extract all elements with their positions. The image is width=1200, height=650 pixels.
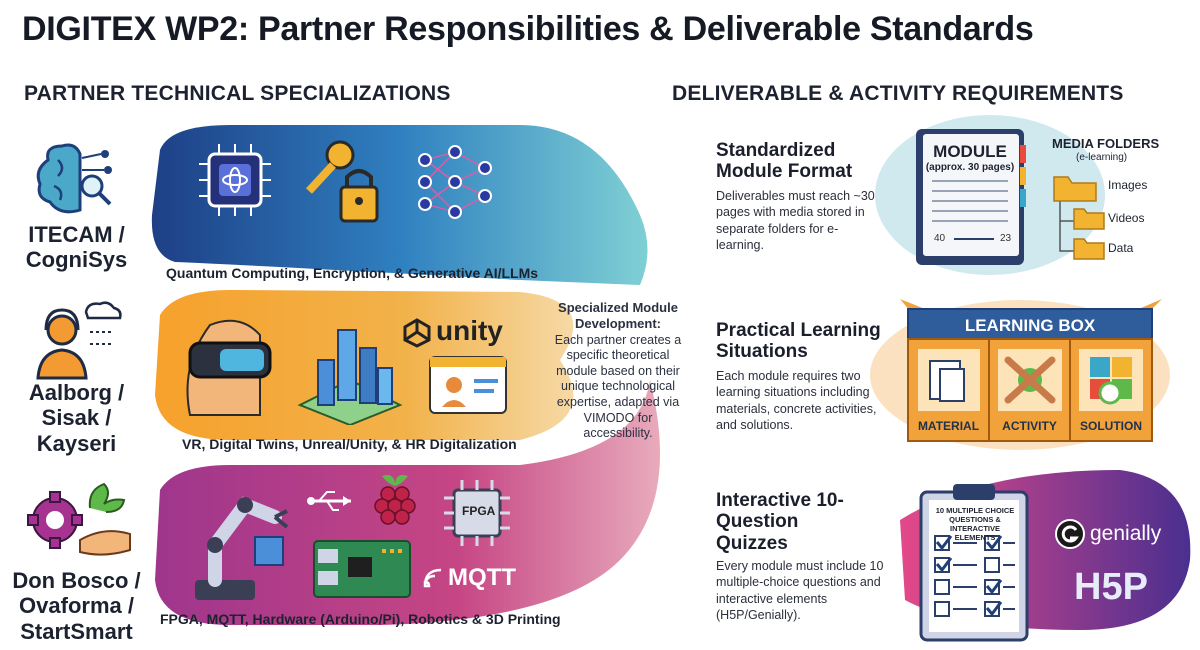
compartment-label-solution: SOLUTION	[1080, 419, 1142, 433]
genially-logo-icon	[1055, 519, 1085, 549]
module-book-page-right: 23	[1000, 233, 1012, 244]
genially-logo-text: genially	[1090, 522, 1162, 545]
quiz-clipboard-icon	[919, 484, 1029, 642]
neural-network-icon	[418, 145, 492, 219]
support-agent-icon	[36, 301, 122, 380]
mqtt-signal-icon	[423, 568, 442, 588]
left-section-heading: PARTNER TECHNICAL SPECIALIZATIONS	[24, 82, 451, 105]
learning-box-icon	[900, 299, 1162, 442]
chip-atom-icon	[199, 144, 271, 216]
folder-label-videos: Videos	[1108, 211, 1145, 225]
item-title-1: Standardized Module Format	[716, 140, 853, 183]
quiz-clipboard-text: 10 MULTIPLE CHOICE QUESTIONS & INTERACTI…	[935, 506, 1015, 542]
robot-arm-icon	[195, 496, 289, 600]
unity-logo-icon	[403, 318, 431, 348]
partner-name-2: Aalborg / Sisak / Kayseri	[28, 380, 125, 456]
item-title-3: Interactive 10-Question Quizzes	[716, 490, 844, 554]
learning-box-title: LEARNING BOX	[964, 316, 1096, 335]
key-lock-icon	[306, 140, 379, 223]
page-title: DIGITEX WP2: Partner Responsibilities & …	[22, 10, 1034, 48]
raspberry-pi-icon	[374, 475, 416, 525]
partner-caption-1: Quantum Computing, Encryption, & Generat…	[166, 265, 539, 281]
vr-headset-icon	[186, 319, 272, 416]
center-callout: Specialized Module Development: Each par…	[548, 300, 688, 442]
item-body-2: Each module requires two learning situat…	[716, 369, 877, 432]
item-body-3: Every module must include 10 multiple-ch…	[716, 559, 884, 622]
mqtt-logo-text: MQTT	[448, 564, 516, 591]
module-book-subtitle: (approx. 30 pages)	[925, 162, 1015, 173]
compartment-label-activity: ACTIVITY	[1002, 419, 1057, 433]
fpga-chip-icon	[444, 480, 510, 546]
center-heading: Specialized Module Development:	[558, 300, 678, 332]
gear-plant-icon	[27, 482, 131, 556]
partner-name-1: ITECAM / CogniSys	[25, 222, 128, 273]
unity-logo-text: unity	[436, 315, 503, 346]
fpga-chip-label: FPGA	[462, 504, 496, 518]
folder-tree-icon	[1053, 176, 1105, 260]
module-book-icon	[916, 129, 1026, 265]
circuit-board-icon	[313, 540, 411, 598]
center-body: Each partner creates a specific theoreti…	[554, 332, 682, 441]
h5p-logo-text: H5P	[1074, 566, 1148, 608]
compartment-label-material: MATERIAL	[917, 419, 980, 433]
partner-caption-2: VR, Digital Twins, Unreal/Unity, & HR Di…	[182, 436, 517, 452]
folder-label-images: Images	[1108, 178, 1148, 192]
brain-icon	[36, 143, 112, 214]
partner-caption-3: FPGA, MQTT, Hardware (Arduino/Pi), Robot…	[160, 611, 561, 627]
digital-twin-city-icon	[297, 329, 403, 425]
hr-profile-card-icon	[429, 356, 507, 414]
band-blue	[151, 125, 648, 285]
media-folders-subtitle: (e-learning)	[1076, 152, 1128, 163]
partner-name-3: Don Bosco / Ovaforma / StartSmart	[12, 568, 141, 644]
usb-icon	[307, 491, 351, 511]
module-book-page-left: 40	[934, 233, 946, 244]
folder-label-data: Data	[1108, 241, 1134, 255]
item-title-2: Practical Learning Situations	[716, 320, 881, 363]
item-body-1: Deliverables must reach ~30 pages with m…	[716, 189, 875, 252]
right-section-heading: DELIVERABLE & ACTIVITY REQUIREMENTS	[672, 82, 1124, 105]
media-folders-title: MEDIA FOLDERS	[1052, 136, 1160, 151]
module-book-title: MODULE	[933, 142, 1007, 161]
